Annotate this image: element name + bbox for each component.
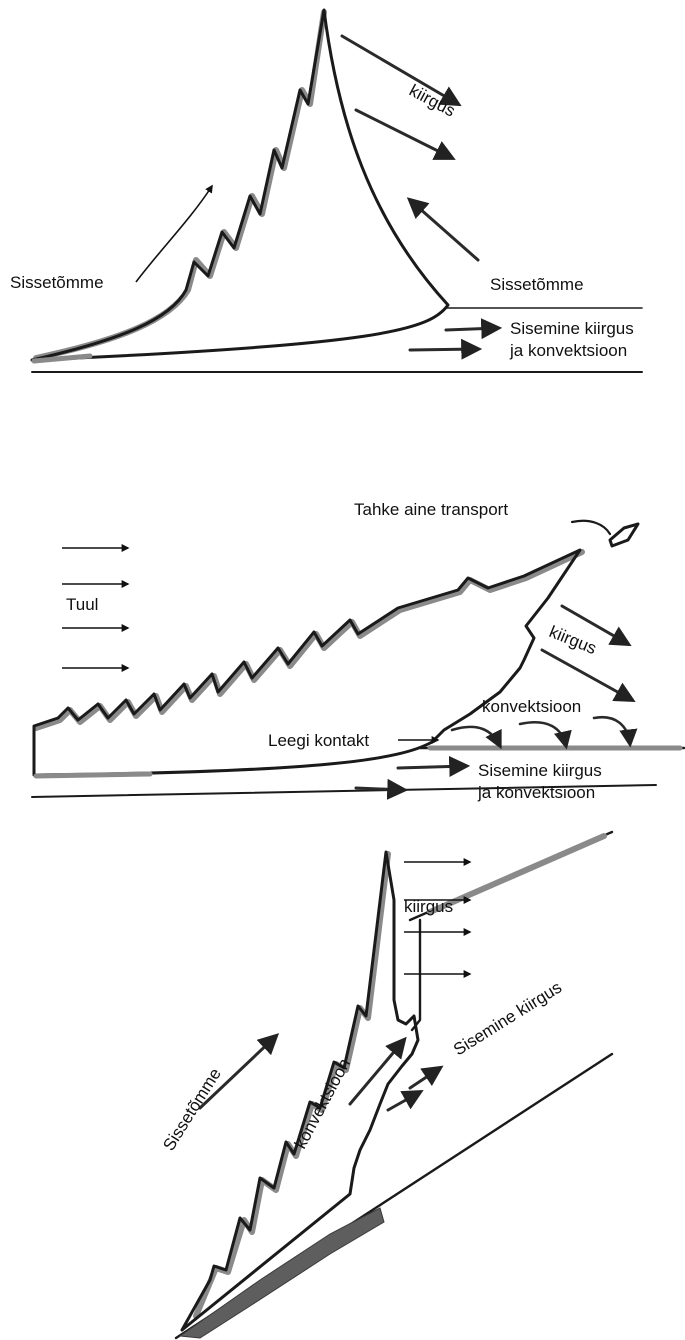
convection-label: konvektsioon xyxy=(291,1055,354,1152)
flame-base-shadow xyxy=(33,771,153,779)
internal-label-line1: Sisemine kiirgus xyxy=(478,761,602,780)
radiation-label: kiirgus xyxy=(547,622,600,658)
internal-label-line2: ja konvektsioon xyxy=(477,783,595,802)
radiation-arrow-1 xyxy=(560,604,632,647)
flame-contact-label: Leegi kontakt xyxy=(268,731,369,750)
flame-shadow xyxy=(33,9,327,361)
flame-tail xyxy=(410,918,422,1032)
firebrand-shape xyxy=(608,522,640,548)
ground-line xyxy=(31,784,657,798)
internal-arrow-2 xyxy=(354,778,409,800)
firebrand-trail xyxy=(570,519,612,536)
inflow-arrow-right xyxy=(406,197,480,262)
flame-outline xyxy=(32,548,582,777)
internal-arrow-1 xyxy=(408,1065,444,1090)
panel-wind-driven: Tahke aine transport Tuul kiirgus konvek… xyxy=(31,500,685,802)
internal-label-line1: Sisemine kiirgus xyxy=(510,319,634,338)
inflow-arrow xyxy=(198,1033,280,1110)
convection-arrow-3 xyxy=(592,715,638,748)
internal-arrow-2 xyxy=(386,1089,424,1112)
internal-label: Sisemine kiirgus xyxy=(450,978,565,1060)
panel-upslope: kiirgus Sisemine kiirgus konvektsioon Si… xyxy=(159,830,614,1340)
convection-arrow-2 xyxy=(518,720,572,750)
inflow-label-right: Sissetõmme xyxy=(490,275,584,294)
panel-flat-no-wind: kiirgus Sissetõmme Sissetõmme Sisemine k… xyxy=(10,8,643,373)
radiation-arrow-2 xyxy=(540,648,636,703)
solid-transport-label: Tahke aine transport xyxy=(354,500,508,519)
radiation-label: kiirgus xyxy=(404,897,453,916)
inflow-label: Sissetõmme xyxy=(159,1065,225,1154)
flame-outline xyxy=(180,850,420,1332)
fuel-bed-shading xyxy=(178,1207,385,1339)
radiation-arrow-2 xyxy=(354,108,456,160)
convection-arrow xyxy=(348,1036,407,1106)
flame-outline xyxy=(30,8,450,362)
inflow-label-left: Sissetõmme xyxy=(10,273,104,292)
convection-arrow-1 xyxy=(450,725,502,750)
radiation-arrow-1 xyxy=(340,34,462,107)
internal-arrow-1 xyxy=(444,318,503,340)
flame-base-shadow xyxy=(31,353,93,364)
radiation-label: kiirgus xyxy=(406,81,458,121)
internal-arrow-2 xyxy=(408,338,483,360)
inflow-arrow-left xyxy=(135,184,213,283)
convection-label: konvektsioon xyxy=(482,697,581,716)
wind-label: Tuul xyxy=(66,595,98,614)
internal-arrow-1 xyxy=(396,755,471,777)
internal-label-line2: ja konvektsioon xyxy=(509,341,627,360)
